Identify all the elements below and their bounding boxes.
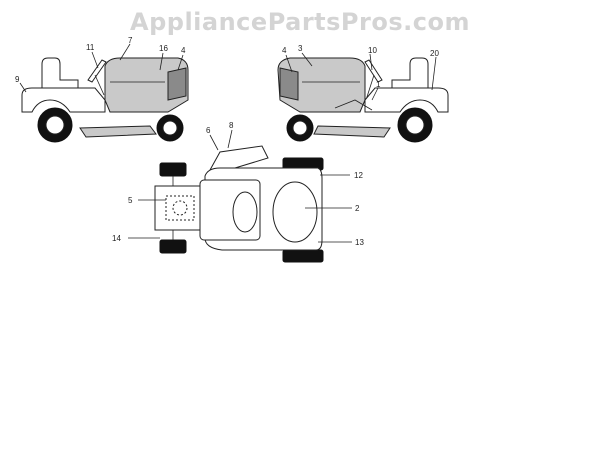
grille-left — [167, 67, 187, 101]
watermark-text: AppliancePartsPros.com — [130, 8, 470, 36]
hood-top — [154, 185, 206, 231]
hood-right — [277, 57, 366, 113]
grille-right — [279, 67, 299, 101]
lift-lever-right — [334, 99, 373, 111]
rear-tire-top-right — [282, 249, 324, 263]
callout-3: 3 — [298, 44, 303, 53]
seat-front-oval — [232, 191, 258, 233]
callout-4-left: 4 — [181, 46, 186, 55]
callout-14: 14 — [112, 234, 121, 243]
callout-2: 2 — [355, 204, 360, 213]
callout-20: 20 — [430, 49, 439, 58]
discharge-chute — [209, 145, 269, 171]
mower-deck-left — [79, 125, 157, 138]
seat-top — [272, 181, 318, 243]
steering-wheel-right — [364, 59, 383, 83]
steering-column-right — [365, 74, 375, 101]
hood-left — [104, 57, 189, 113]
callout-6: 6 — [206, 126, 211, 135]
callout-1: 1 — [376, 80, 381, 89]
callout-9: 9 — [15, 75, 20, 84]
callout-8: 8 — [229, 121, 234, 130]
steering-column-left — [94, 74, 105, 96]
left-tractor: 11 7 16 4 9 — [15, 36, 189, 143]
engine-area — [165, 195, 195, 221]
callout-11: 11 — [86, 43, 95, 52]
callout-12: 12 — [354, 171, 363, 180]
right-tractor: 4 3 10 1 20 — [277, 44, 449, 143]
rear-body-right — [364, 87, 449, 113]
callout-10: 10 — [368, 46, 377, 55]
front-tire-top-left — [159, 162, 187, 177]
front-tire-top-right — [159, 239, 187, 254]
mower-deck-right — [313, 125, 391, 138]
top-view-tractor: 6 8 12 2 13 5 14 — [112, 121, 364, 263]
seat-left — [41, 57, 79, 93]
seat-right — [391, 57, 429, 93]
rear-body-left — [21, 87, 106, 113]
callout-16: 16 — [159, 44, 168, 53]
callout-7: 7 — [128, 36, 133, 45]
callout-4-right: 4 — [282, 46, 287, 55]
callout-5: 5 — [128, 196, 133, 205]
callout-13: 13 — [355, 238, 364, 247]
